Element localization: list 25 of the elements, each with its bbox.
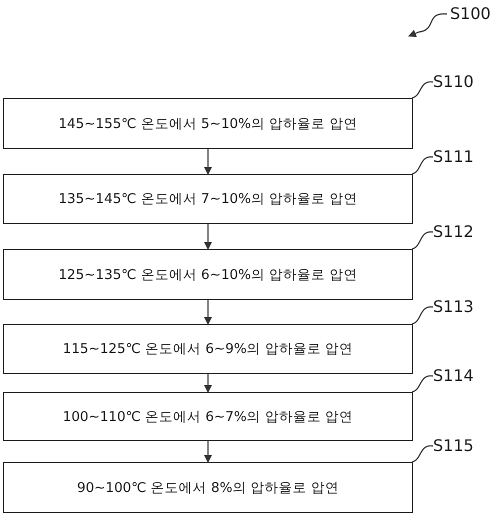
step-label: S110 — [433, 73, 474, 91]
step-label: S114 — [433, 367, 474, 385]
leader-line — [412, 231, 434, 250]
arrow — [204, 224, 212, 250]
leader-line — [412, 375, 434, 393]
leader-line — [412, 156, 434, 175]
process-box: 145~155℃ 온도에서 5~10%의 압하율로 압연 — [3, 98, 413, 149]
arrow — [204, 374, 212, 393]
process-box: 90~100℃ 온도에서 8%의 압하율로 압연 — [3, 462, 413, 513]
arrow — [408, 13, 448, 38]
process-box: 100~110℃ 온도에서 6~7%의 압하율로 압연 — [3, 392, 413, 441]
step-label: S113 — [433, 298, 474, 316]
step-label: S112 — [433, 223, 474, 241]
step-label: S111 — [433, 148, 474, 166]
arrow — [204, 441, 212, 463]
step-label: S100 — [450, 5, 491, 23]
leader-line — [412, 445, 434, 463]
leader-line — [412, 306, 434, 325]
process-box: 115~125℃ 온도에서 6~9%의 압하율로 압연 — [3, 324, 413, 374]
arrow — [204, 149, 212, 175]
step-label: S115 — [433, 437, 474, 455]
arrow — [204, 300, 212, 325]
process-box: 135~145℃ 온도에서 7~10%의 압하율로 압연 — [3, 174, 413, 224]
leader-line — [412, 81, 434, 99]
process-box: 125~135℃ 온도에서 6~10%의 압하율로 압연 — [3, 249, 413, 300]
